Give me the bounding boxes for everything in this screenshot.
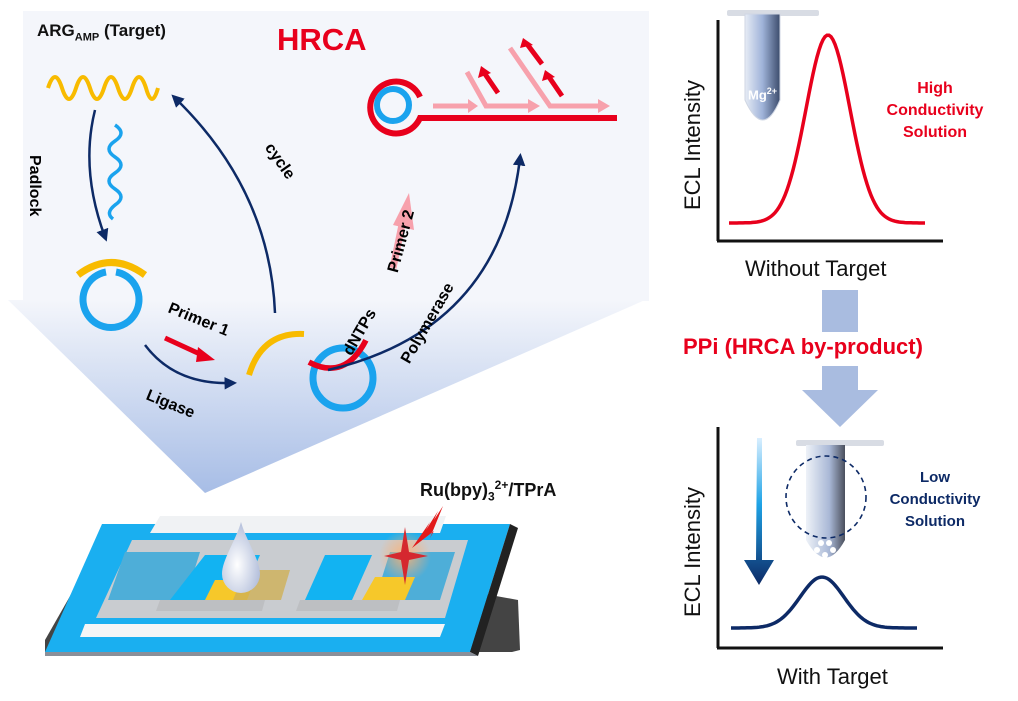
gold-electrode-2 (362, 577, 415, 600)
annotation-line: Conductivity (886, 102, 984, 119)
ligated-circle (309, 344, 377, 412)
reagent-main: Ru(bpy) (420, 480, 488, 500)
panel-background (23, 11, 649, 301)
precipitate-dot (826, 540, 832, 546)
hrca-red-heads (478, 38, 555, 81)
primer2-arrow (389, 219, 407, 269)
top-ecl-chart (716, 10, 943, 243)
hrca-branches (433, 46, 600, 109)
reagent-suffix: /TPrA (508, 480, 557, 500)
hrca-title: HRCA (277, 22, 367, 57)
low-conductivity-annotation: Low Conductivity Solution (880, 467, 990, 533)
tube-cap-bottom (796, 440, 884, 446)
precipitate-dot (822, 552, 828, 558)
working-electrode-2 (305, 555, 372, 600)
mg-tube (744, 13, 781, 121)
top-ylabel: ECL Intensity (680, 79, 705, 210)
mg-main: Mg (748, 87, 767, 103)
target-label-suffix: (Target) (99, 21, 166, 40)
bottom-ecl-chart (716, 427, 943, 650)
reagent-sub: 3 (487, 489, 495, 504)
ppi-label: PPi (HRCA by-product) (683, 334, 923, 359)
hrca-blue-circle (374, 86, 412, 124)
target-label-main: ARG (37, 21, 75, 40)
target-arc-2 (246, 330, 305, 376)
polymerase-arrow (327, 153, 526, 372)
funnel-projection (8, 300, 645, 493)
high-ecl-peak (729, 33, 925, 225)
primer1-arrow (163, 335, 204, 358)
target-hybrid-arc (75, 259, 148, 278)
ppi-label-bg (712, 332, 1018, 366)
sample-droplet (222, 522, 260, 593)
bottom-ylabel: ECL Intensity (680, 486, 705, 617)
primer1-arrowhead (196, 347, 215, 362)
lightning-icon (412, 506, 443, 548)
high-conductivity-annotation: High Conductivity Solution (880, 78, 990, 144)
bottom-xlabel: With Target (777, 664, 888, 689)
mg-label: Mg2+ (748, 86, 777, 102)
precipitate-dot (830, 547, 836, 553)
reagent-sup: 2+ (494, 478, 509, 492)
target-label-sub: AMP (74, 31, 100, 44)
target-dna-wave (46, 75, 160, 101)
top-xlabel: Without Target (745, 256, 887, 281)
low-ecl-peak (731, 575, 917, 630)
cycle-arrow (171, 94, 277, 314)
hrca-red-primers (482, 42, 565, 98)
padlock-label: Padlock (26, 155, 43, 217)
decrease-arrow (744, 438, 774, 585)
electrode-chip (45, 516, 520, 656)
annotation-line: Low (920, 469, 950, 486)
padlock-arrow (88, 109, 109, 242)
annotation-line: Solution (905, 513, 965, 530)
mg-sup: 2+ (766, 86, 778, 96)
target-label: ARGAMP (Target) (37, 21, 166, 43)
ligase-arrow (144, 344, 237, 390)
annotation-line: Conductivity (889, 491, 981, 508)
annotation-line: Solution (903, 124, 967, 141)
precipitate-dot (818, 540, 824, 546)
dashed-highlight (785, 455, 867, 539)
padlock-probe-wave (107, 123, 123, 221)
hrca-branch-heads (468, 99, 610, 113)
ecl-star (384, 527, 428, 585)
annotation-line: High (917, 80, 953, 97)
primer2-arrowhead (393, 193, 414, 230)
precipitate-dot (814, 547, 820, 553)
hrca-red-loop (367, 78, 617, 137)
ecl-reagent-label: Ru(bpy)32+/TPrA (420, 478, 556, 504)
ppi-tube (806, 445, 845, 558)
padlock-circle (79, 268, 143, 332)
